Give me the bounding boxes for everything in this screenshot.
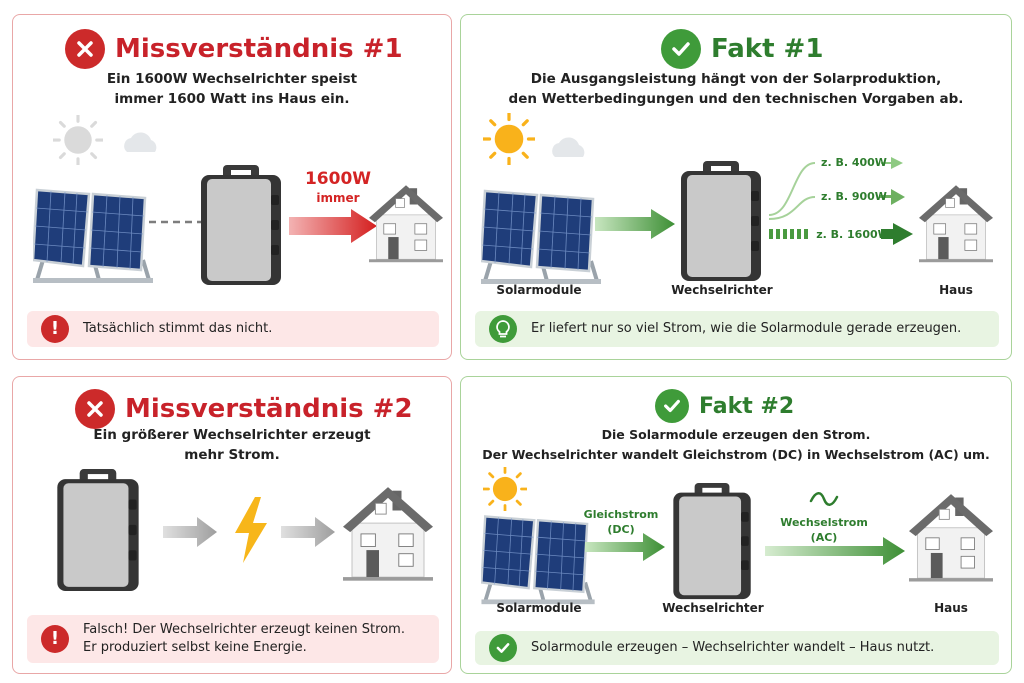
panel3-subtitle: Ein größerer Wechselrichter erzeugt mehr… — [93, 427, 371, 463]
inverter-icon — [673, 483, 751, 600]
check-icon — [661, 29, 701, 69]
green-arrow-icon — [765, 537, 905, 565]
panel3-note: ! Falsch! Der Wechselrichter erzeugt kei… — [27, 615, 439, 663]
exclamation-icon: ! — [41, 315, 69, 343]
panel-fact-2: Fakt #2 Die Solarmodule erzeugen den Str… — [460, 376, 1012, 674]
ac-label: Wechselstrom (AC) — [779, 515, 869, 545]
panel4-title: Fakt #2 — [699, 393, 795, 419]
dc-label-line1: Gleichstrom — [583, 508, 659, 521]
house-icon — [343, 486, 433, 582]
solar-panels-icon — [481, 514, 597, 607]
x-icon — [75, 389, 115, 429]
cloud-icon — [124, 132, 157, 152]
panel2-title: Fakt #1 — [711, 34, 824, 64]
grey-arrow-icon — [281, 517, 335, 547]
panel4-note-text: Solarmodule erzeugen – Wechselrichter wa… — [531, 640, 935, 655]
label-house: Haus — [939, 283, 973, 297]
house-icon — [909, 493, 993, 582]
panel2-heading: Fakt #1 — [661, 29, 823, 69]
panel3-title: Missverständnis #2 — [125, 394, 413, 424]
output-400w-label: z. B. 400W — [821, 156, 887, 169]
panel-misconception-2: Missverständnis #2 Ein größerer Wechselr… — [12, 376, 452, 674]
panel4-subtitle: Die Solarmodule erzeugen den Strom. Der … — [482, 427, 990, 462]
ac-label-line1: Wechselstrom — [780, 516, 868, 529]
lightning-icon — [235, 497, 267, 563]
panel4-heading: Fakt #2 — [655, 389, 794, 423]
panel3-heading: Missverständnis #2 — [75, 389, 413, 429]
label-inverter: Wechselrichter — [662, 601, 764, 615]
panel2-subtitle: Die Ausgangsleistung hängt von der Solar… — [508, 71, 964, 107]
panel2-note-text: Er liefert nur so viel Strom, wie die So… — [531, 321, 962, 336]
panel-fact-1: Fakt #1 Die Ausgangsleistung hängt von d… — [460, 14, 1012, 360]
check-icon — [489, 634, 517, 662]
panel3-note-line1: Falsch! Der Wechselrichter erzeugt keine… — [83, 622, 405, 637]
panel1-note-text: Tatsächlich stimmt das nicht. — [83, 321, 273, 336]
dc-label-line2: (DC) — [607, 523, 635, 536]
output-1600w-label: z. B. 1600W — [816, 228, 890, 241]
inverter-icon — [201, 165, 281, 285]
dashed-line-icon — [149, 220, 201, 224]
lightbulb-icon — [489, 315, 517, 343]
solar-panels-icon — [33, 188, 155, 285]
output-900w-label: z. B. 900W — [821, 190, 887, 203]
ac-wave-icon — [809, 492, 839, 506]
sun-icon — [483, 467, 527, 511]
panel4-note: Solarmodule erzeugen – Wechselrichter wa… — [475, 631, 999, 665]
label-solar: Solarmodule — [496, 601, 582, 615]
sun-icon — [483, 113, 535, 165]
green-arrow-icon — [585, 533, 665, 561]
label-inverter: Wechselrichter — [671, 283, 773, 297]
ac-label-line2: (AC) — [810, 531, 838, 544]
exclamation-icon: ! — [41, 625, 69, 653]
panel3-note-text: Falsch! Der Wechselrichter erzeugt keine… — [83, 621, 405, 657]
sun-grey-icon — [53, 115, 103, 165]
panel-misconception-1: Missverständnis #1 Ein 1600W Wechselrich… — [12, 14, 452, 360]
inverter-icon — [57, 469, 139, 591]
solar-panels-icon — [481, 189, 603, 286]
check-icon — [655, 389, 689, 423]
label-house: Haus — [934, 601, 968, 615]
panel1-subtitle: Ein 1600W Wechselrichter speist immer 16… — [106, 71, 358, 107]
inverter-icon — [681, 161, 761, 281]
output-branches-icon — [768, 157, 913, 245]
panel1-title: Missverständnis #1 — [115, 34, 403, 64]
label-solar: Solarmodule — [496, 283, 582, 297]
x-icon — [65, 29, 105, 69]
cloud-icon — [552, 137, 585, 157]
house-icon — [369, 184, 443, 263]
panel1-note: ! Tatsächlich stimmt das nicht. — [27, 311, 439, 347]
power-qualifier-label: immer — [316, 191, 360, 205]
green-arrow-icon — [595, 209, 675, 239]
panel1-heading: Missverständnis #1 — [65, 29, 403, 69]
red-arrow-icon — [289, 209, 377, 243]
grey-arrow-icon — [163, 517, 217, 547]
dc-label: Gleichstrom (DC) — [581, 507, 661, 537]
panel2-note: Er liefert nur so viel Strom, wie die So… — [475, 311, 999, 347]
panel3-note-line2: Er produziert selbst keine Energie. — [83, 640, 307, 655]
power-value-label: 1600W — [304, 169, 372, 189]
house-icon — [919, 184, 993, 263]
